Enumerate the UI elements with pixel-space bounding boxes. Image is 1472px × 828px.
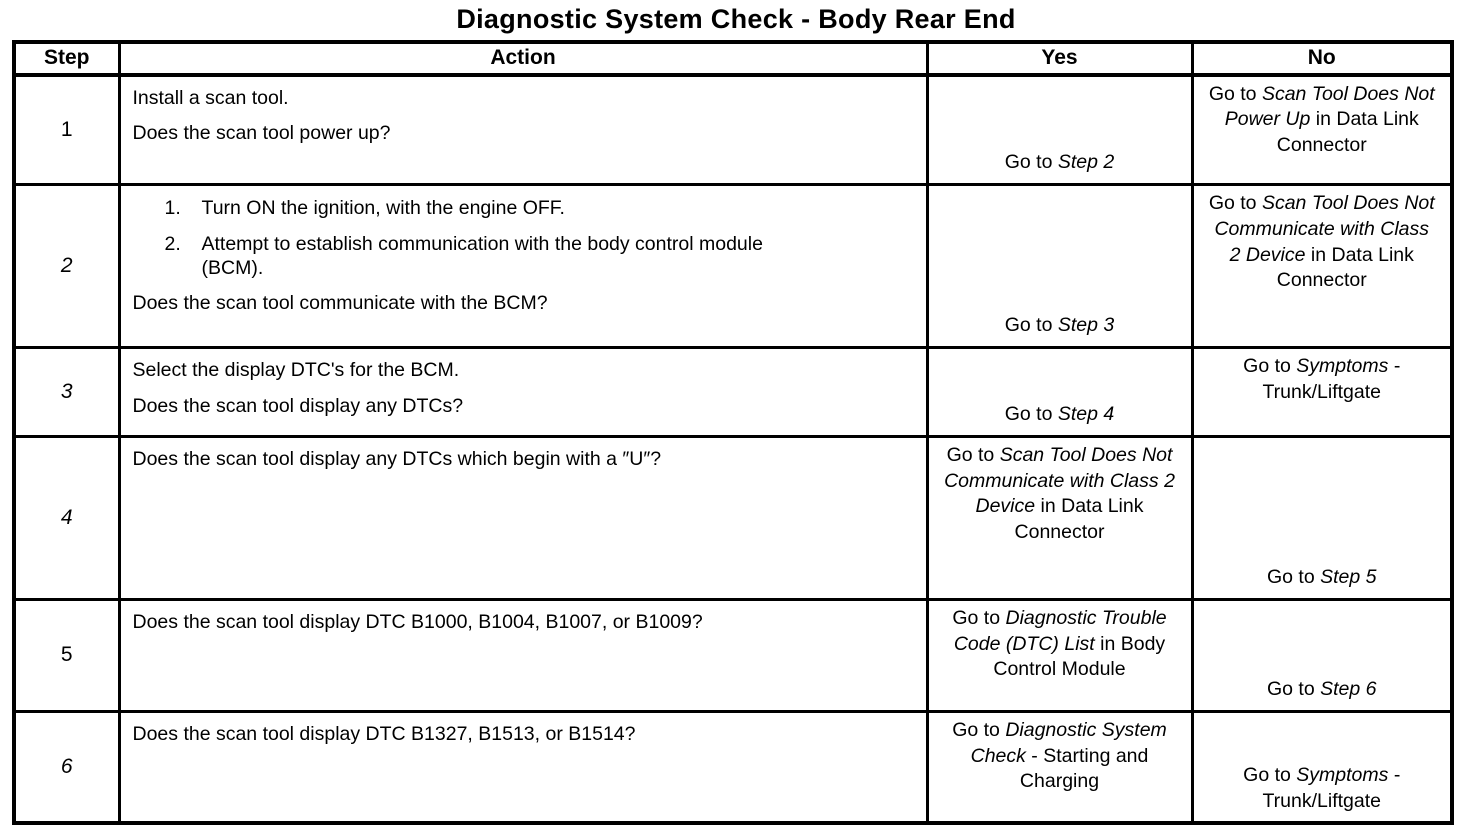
yes-cell: Go to Step 2: [925, 73, 1194, 187]
no-cell: Go to Symptoms - Trunk/Liftgate: [1190, 709, 1454, 825]
text-run: - Starting and Charging: [1019, 744, 1149, 793]
step-cell: 3: [12, 346, 121, 438]
yes-cell: Go to Step 3: [925, 183, 1194, 350]
list-text: Attempt to establish communication with …: [201, 232, 763, 279]
step-cell: 5: [12, 597, 121, 713]
yes-cell: Go to Step 4: [925, 346, 1194, 438]
table-row: 3 Select the display DTC's for the BCM. Do…: [12, 346, 1454, 438]
table-row: 5 Does the scan tool display DTC B1000, B…: [12, 597, 1454, 713]
yes-cell: Go to Diagnostic Trouble Code (DTC) List…: [925, 597, 1194, 713]
table-row: 2 1. Turn ON the ignition, with the engine…: [12, 183, 1454, 350]
italic-reference: Symptoms: [1296, 355, 1389, 378]
no-cell: Go to Step 5: [1190, 434, 1454, 601]
step-cell: 1: [12, 73, 121, 187]
text-run: in Data Link Connector: [1276, 243, 1414, 292]
column-header-step: Step: [12, 40, 121, 77]
action-cell: Install a scan tool. Does the scan tool p…: [117, 73, 929, 187]
action-list-item: 1. Turn ON the ignition, with the engine …: [133, 196, 916, 220]
no-cell: Go to Step 6: [1190, 597, 1454, 713]
table-row: 6 Does the scan tool display DTC B1327, B…: [12, 709, 1454, 825]
italic-reference: Step 3: [1057, 314, 1115, 337]
goto-text: Go to Symptoms - Trunk/Liftgate: [1209, 763, 1436, 814]
italic-reference: Diagnostic System Check: [970, 718, 1167, 767]
list-number: 2.: [164, 232, 181, 255]
column-header-action: Action: [117, 40, 929, 77]
step-cell: 6: [12, 709, 121, 825]
text-run: Go to: [1004, 314, 1058, 337]
action-cell: Does the scan tool display DTC B1000, B1…: [117, 597, 929, 713]
text-run: Go to: [952, 606, 1006, 629]
header-row: Step Action Yes No: [12, 40, 1454, 77]
goto-text: Go to Diagnostic Trouble Code (DTC) List…: [944, 606, 1176, 683]
text-run: in Data Link Connector: [1014, 495, 1144, 544]
action-list-item: 2. Attempt to establish communication wit…: [133, 232, 916, 281]
text-run: Go to: [1243, 763, 1297, 786]
goto-text: Go to Step 3: [944, 313, 1176, 339]
table-body: 1 Install a scan tool. Does the scan tool …: [12, 73, 1454, 825]
column-header-no: No: [1190, 40, 1454, 77]
column-header-yes: Yes: [925, 40, 1194, 77]
step-cell: 4: [12, 434, 121, 601]
yes-cell: Go to Scan Tool Does Not Communicate wit…: [925, 434, 1194, 601]
text-run: - Trunk/Liftgate: [1262, 763, 1401, 812]
table-row: 1 Install a scan tool. Does the scan tool …: [12, 73, 1454, 187]
text-run: Go to: [1208, 192, 1262, 215]
no-cell: Go to Symptoms - Trunk/Liftgate: [1190, 346, 1454, 438]
italic-reference: Diagnostic Trouble Code (DTC) List: [953, 606, 1167, 655]
list-text: Turn ON the ignition, with the engine OF…: [201, 197, 565, 220]
goto-text: Go to Step 5: [1209, 565, 1436, 591]
text-run: Go to: [1004, 403, 1058, 426]
goto-text: Go to Step 4: [944, 402, 1176, 428]
goto-text: Go to Scan Tool Does Not Communicate wit…: [944, 443, 1176, 546]
action-line: Does the scan tool power up?: [132, 122, 391, 145]
action-line: Install a scan tool.: [132, 86, 289, 109]
italic-reference: Step 5: [1320, 566, 1377, 589]
action-line: Does the scan tool display any DTCs whic…: [132, 447, 662, 470]
text-run: Go to: [952, 718, 1006, 741]
goto-text: Go to Scan Tool Does Not Power Up in Dat…: [1209, 82, 1436, 159]
italic-reference: Step 6: [1320, 678, 1377, 701]
text-run: Go to: [1208, 82, 1262, 105]
text-run: in Data Link Connector: [1276, 108, 1419, 157]
list-number: 1.: [164, 197, 181, 220]
goto-text: Go to Diagnostic System Check - Starting…: [944, 718, 1176, 795]
italic-reference: Step 2: [1057, 151, 1115, 174]
action-cell: Does the scan tool display DTC B1327, B1…: [117, 709, 929, 825]
italic-reference: Scan Tool Does Not Power Up: [1224, 82, 1435, 131]
text-run: in Body Control Module: [993, 632, 1166, 681]
no-cell: Go to Scan Tool Does Not Communicate wit…: [1190, 183, 1454, 350]
action-line: Select the display DTC's for the BCM.: [132, 359, 460, 382]
text-run: Go to: [1004, 151, 1058, 174]
action-cell: Does the scan tool display any DTCs whic…: [117, 434, 929, 601]
goto-text: Go to Scan Tool Does Not Communicate wit…: [1209, 191, 1436, 294]
action-line: Does the scan tool communicate with the …: [132, 292, 548, 315]
yes-cell: Go to Diagnostic System Check - Starting…: [925, 709, 1194, 825]
goto-text: Go to Symptoms - Trunk/Liftgate: [1209, 354, 1436, 405]
text-run: Go to: [1266, 678, 1321, 701]
no-cell: Go to Scan Tool Does Not Power Up in Dat…: [1190, 73, 1454, 187]
action-cell: Select the display DTC's for the BCM. Doe…: [117, 346, 929, 438]
goto-text: Go to Step 2: [944, 150, 1176, 176]
text-run: Go to: [946, 443, 1000, 466]
text-run: - Trunk/Liftgate: [1262, 355, 1401, 403]
goto-text: Go to Step 6: [1209, 677, 1436, 703]
italic-reference: Symptoms: [1296, 763, 1389, 786]
step-cell: 2: [12, 183, 121, 350]
table-row: 4 Does the scan tool display any DTCs whi…: [12, 434, 1454, 601]
text-run: Go to: [1243, 355, 1297, 378]
action-line: Does the scan tool display DTC B1327, B1…: [132, 722, 636, 745]
italic-reference: Step 4: [1057, 403, 1115, 426]
text-run: Go to: [1266, 566, 1321, 589]
action-line: Does the scan tool display any DTCs?: [132, 394, 464, 417]
page-title: Diagnostic System Check - Body Rear End: [456, 4, 1016, 34]
action-line: Does the scan tool display DTC B1000, B1…: [132, 610, 703, 633]
action-cell: 1. Turn ON the ignition, with the engine …: [117, 183, 929, 350]
italic-reference: Scan Tool Does Not Communicate with Clas…: [944, 443, 1175, 518]
italic-reference: Scan Tool Does Not Communicate with Clas…: [1214, 192, 1435, 266]
